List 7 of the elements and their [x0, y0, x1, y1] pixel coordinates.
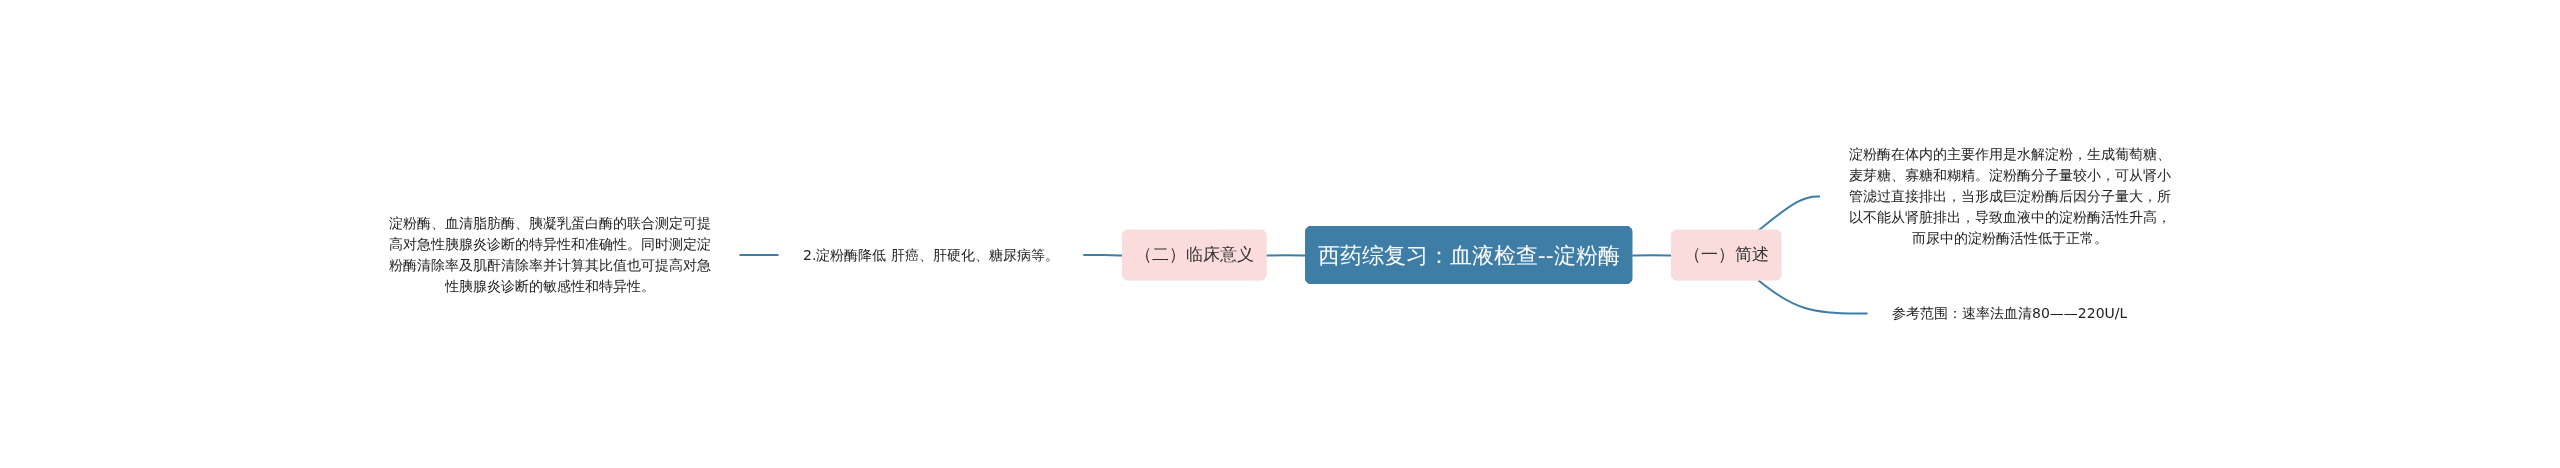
- node-text: 淀粉酶在体内的主要作用是水解淀粉，生成葡萄糖、麦芽糖、寡糖和糊精。淀粉酶分子量较小，可从肾小管滤过直接排出，当形成巨淀粉酶后因分子量大，所以不能从肾脏排出，导致血液中的淀粉酶活性升高，而尿中的淀粉酶活性低于正常。: [1848, 146, 2171, 246]
- node-text: 2.淀粉酶降低 肝癌、肝硬化、糖尿病等。: [803, 246, 1059, 263]
- connector: [1757, 195, 1822, 232]
- connector: [1757, 279, 1870, 315]
- node-text: 淀粉酶、血清脂肪酶、胰凝乳蛋白酶的联合测定可提高对急性胰腺炎诊断的特异性和准确性。同时测定淀粉酶清除率及肌酐清除率并计算其比值也可提高对急性胰腺炎诊断的敏感性和特异性。: [389, 215, 712, 294]
- connector: [738, 254, 781, 256]
- node-text: 参考范围：速率法血清80——220U/L: [1892, 305, 2128, 321]
